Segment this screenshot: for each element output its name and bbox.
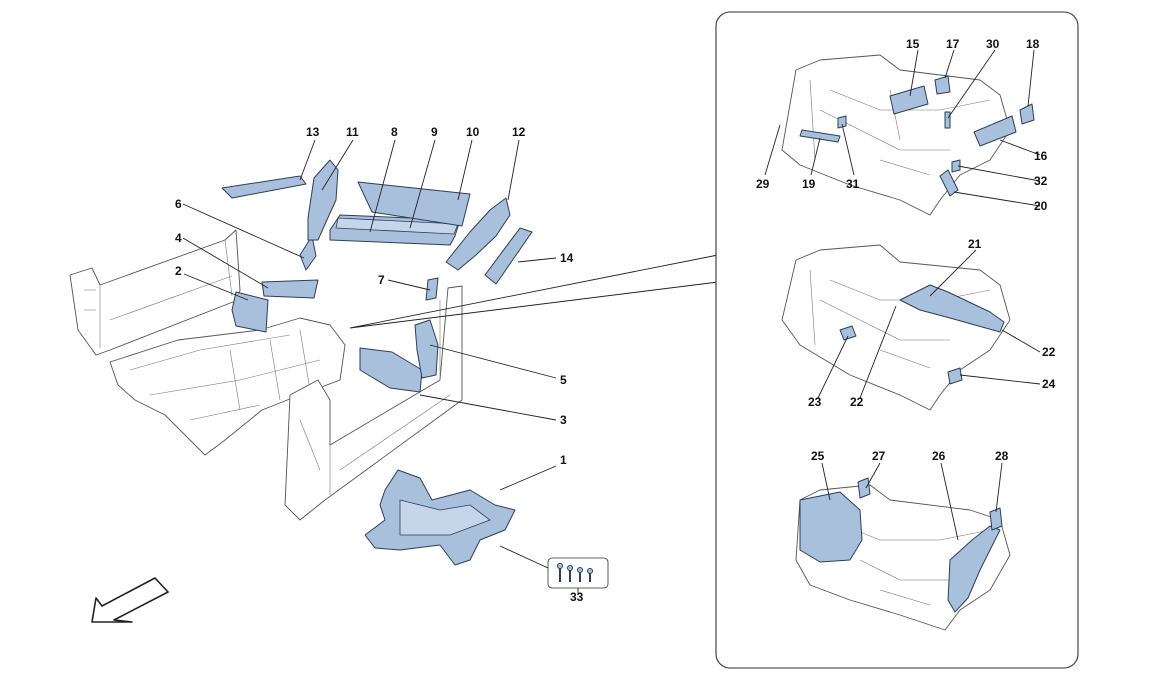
part-19 [799, 129, 841, 143]
callout-22b: 22 [850, 395, 864, 409]
callout-13: 13 [306, 125, 320, 139]
part-3 [359, 347, 423, 393]
callout-14: 14 [560, 251, 574, 265]
part-32 [951, 159, 961, 173]
part-24 [947, 367, 963, 385]
callout-27: 27 [872, 449, 886, 463]
leader-lines-main [182, 139, 579, 593]
callout-16: 16 [1034, 149, 1048, 163]
callout-28: 28 [995, 449, 1009, 463]
part-21 [899, 284, 1005, 333]
part-22 [839, 325, 857, 341]
callouts-main: 1 2 3 4 5 6 7 8 9 10 11 12 13 14 33 [175, 125, 584, 604]
part-12 [445, 197, 511, 271]
callout-25: 25 [811, 449, 825, 463]
detail-inset-panel: 15 17 30 18 16 32 20 29 19 31 21 22 24 2… [715, 11, 1079, 669]
part-17 [934, 75, 951, 95]
part-27 [857, 477, 871, 499]
callout-1: 1 [560, 453, 567, 467]
callout-9: 9 [431, 125, 438, 139]
part-13 [221, 175, 307, 199]
inset-pointer-lines [349, 254, 719, 329]
callout-11: 11 [346, 125, 359, 139]
callout-26: 26 [932, 449, 946, 463]
part-7 [425, 277, 439, 301]
part-2 [231, 291, 269, 333]
callout-20: 20 [1034, 199, 1048, 213]
part-25 [799, 491, 863, 563]
callout-18: 18 [1026, 37, 1040, 51]
part-5 [414, 319, 439, 379]
inset-view-top [781, 54, 1035, 216]
callout-29: 29 [756, 177, 770, 191]
part-20 [939, 169, 959, 197]
callout-10: 10 [466, 125, 480, 139]
part-16 [973, 115, 1017, 147]
leader-lines-inset [764, 49, 1041, 541]
callout-12: 12 [512, 125, 526, 139]
inset-view-bottom [795, 477, 1011, 631]
callout-6: 6 [175, 197, 182, 211]
callout-17: 17 [946, 37, 960, 51]
inset-view-middle [781, 244, 1011, 411]
callouts-inset: 15 17 30 18 16 32 20 29 19 31 21 22 24 2… [756, 37, 1056, 463]
part-33-bolts [547, 557, 609, 589]
callout-7: 7 [378, 273, 385, 287]
callout-8: 8 [391, 125, 398, 139]
part-4 [261, 279, 319, 299]
callout-3: 3 [560, 413, 567, 427]
callout-15: 15 [906, 37, 920, 51]
part-11 [307, 159, 339, 241]
part-10 [357, 181, 471, 227]
part-14 [484, 227, 533, 285]
callout-4: 4 [175, 231, 182, 245]
callout-21: 21 [968, 237, 982, 251]
callout-22a: 22 [1042, 345, 1056, 359]
part-30 [944, 111, 951, 129]
callout-2: 2 [175, 264, 182, 278]
callout-33: 33 [570, 590, 584, 604]
callout-32: 32 [1034, 174, 1048, 188]
car-body-structure-main [69, 159, 609, 589]
callout-31: 31 [846, 177, 860, 191]
callout-24: 24 [1042, 377, 1056, 391]
part-31 [837, 115, 847, 129]
callout-5: 5 [560, 373, 567, 387]
part-15 [889, 85, 929, 115]
callout-23: 23 [808, 395, 822, 409]
part-26 [947, 525, 1001, 613]
front-direction-arrow-icon [91, 577, 169, 623]
part-6 [299, 235, 317, 271]
callout-30: 30 [986, 37, 1000, 51]
callout-19: 19 [802, 177, 816, 191]
